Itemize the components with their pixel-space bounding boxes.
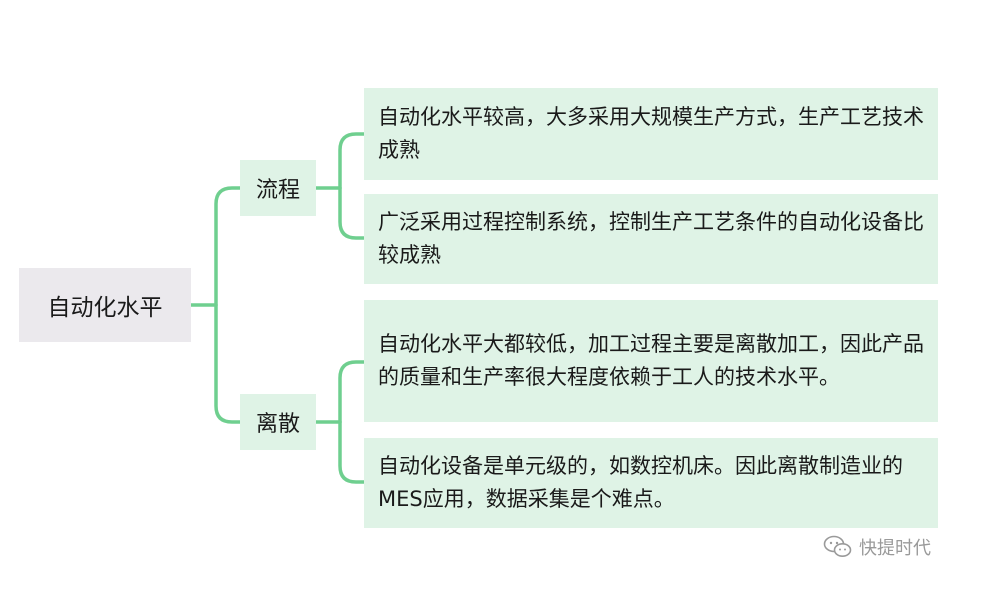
root-label: 自动化水平: [47, 295, 163, 321]
branch-node-liucheng: 流程: [240, 160, 316, 216]
leaf-text: 自动化设备是单元级的，如数控机床。因此离散制造业的 MES应用，数据采集是个难点…: [378, 453, 903, 511]
leaf-node: 自动化水平大都较低，加工过程主要是离散加工，因此产品的质量和生产率很大程度依赖于…: [364, 300, 938, 422]
leaf-text: 自动化水平大都较低，加工过程主要是离散加工，因此产品的质量和生产率很大程度依赖于…: [378, 331, 924, 389]
branch-label: 流程: [255, 178, 300, 203]
leaf-node: 自动化设备是单元级的，如数控机床。因此离散制造业的 MES应用，数据采集是个难点…: [364, 438, 938, 528]
leaf-text: 自动化水平较高，大多采用大规模生产方式，生产工艺技术成熟: [378, 104, 924, 162]
leaf-node: 广泛采用过程控制系统，控制生产工艺条件的自动化设备比较成熟: [364, 194, 938, 284]
leaf-node: 自动化水平较高，大多采用大规模生产方式，生产工艺技术成熟: [364, 88, 938, 180]
branch-node-lisan: 离散: [240, 394, 316, 450]
watermark: 快提时代: [823, 532, 931, 562]
leaf-text: 广泛采用过程控制系统，控制生产工艺条件的自动化设备比较成熟: [378, 209, 924, 267]
wechat-icon: [823, 535, 852, 557]
watermark-text: 快提时代: [859, 538, 931, 559]
branch-label: 离散: [255, 412, 300, 437]
root-node: 自动化水平: [19, 268, 191, 342]
